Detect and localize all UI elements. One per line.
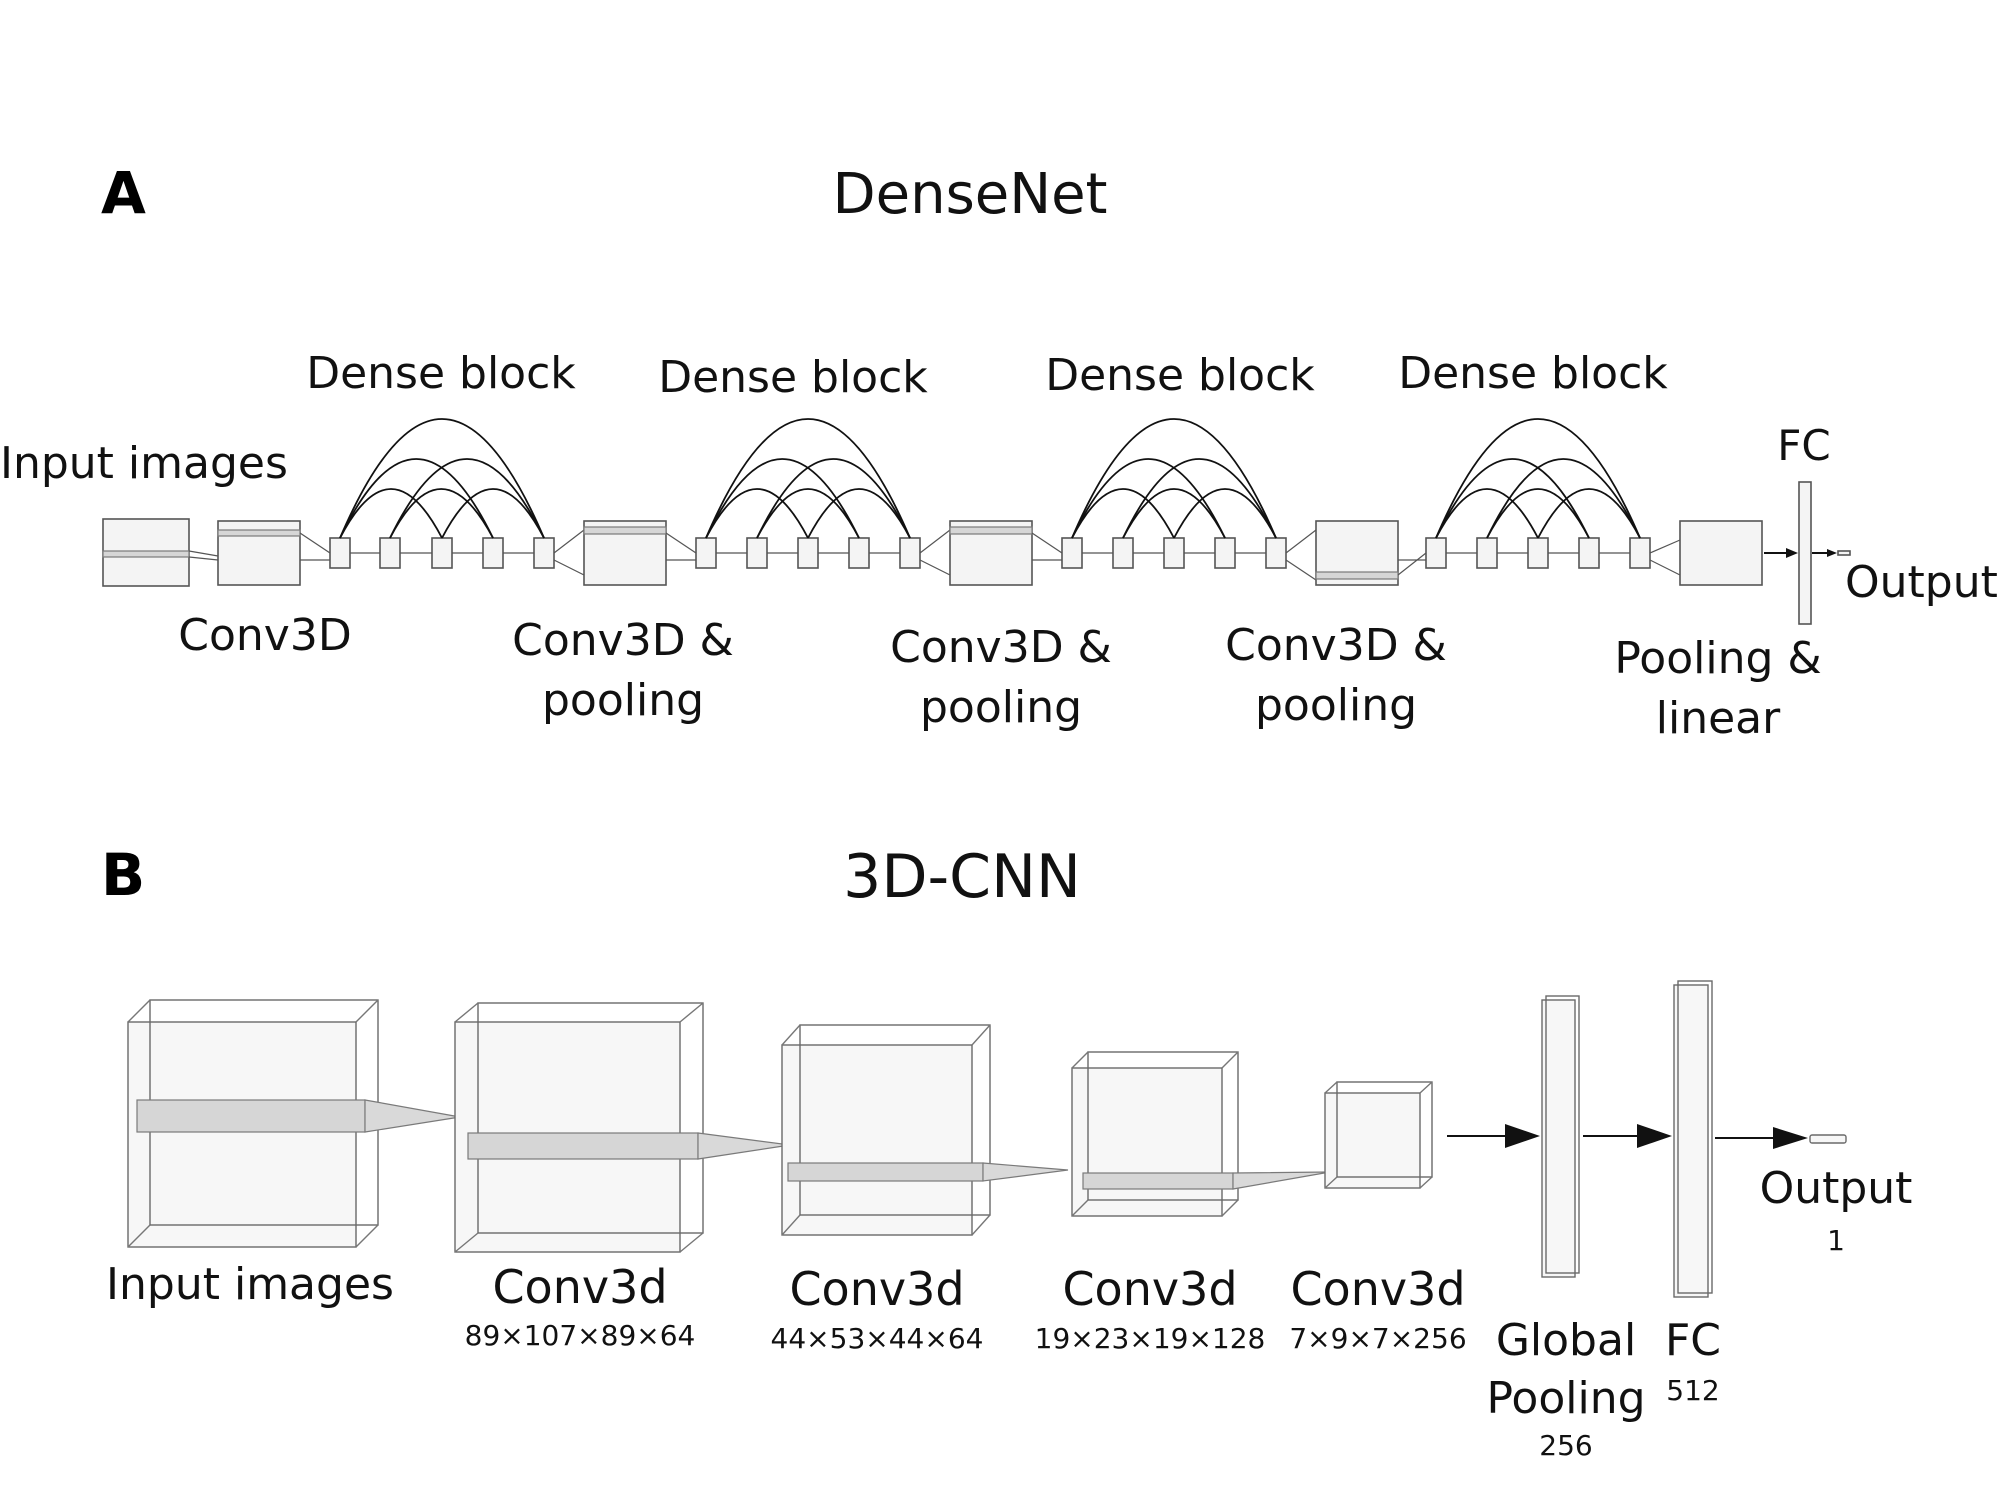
b-conv4-dims: 7×9×7×256 [1289, 1322, 1466, 1355]
a-dense-block-1-label: Dense block [306, 348, 576, 399]
a-input-block [102, 518, 190, 587]
b-conv1-cube [454, 1002, 704, 1253]
b-conv2-cube [781, 1024, 991, 1236]
panel-b-title: 3D-CNN [843, 842, 1081, 912]
b-conv2-label: Conv3d [789, 1262, 964, 1316]
b-gp-line2: Pooling [1486, 1373, 1645, 1424]
b-gp-line1: Global [1496, 1315, 1636, 1366]
b-conv3-dims: 19×23×19×128 [1035, 1322, 1266, 1355]
a-pooling-line2: linear [1656, 693, 1781, 744]
a-transition-3-line2: pooling [1255, 680, 1417, 731]
b-conv4-cube [1324, 1081, 1433, 1189]
a-dense-block-1 [299, 418, 555, 569]
b-output-node [1809, 1134, 1847, 1144]
a-transition-2-line2: pooling [920, 682, 1082, 733]
a-transition-block-1 [583, 520, 667, 586]
a-dense-block-4 [1397, 418, 1651, 576]
a-transition-block-3 [1315, 520, 1399, 586]
b-output-label: Output [1760, 1163, 1913, 1214]
b-conv2-dims: 44×53×44×64 [771, 1322, 984, 1355]
b-fc-bar [1673, 980, 1713, 1298]
a-pooling-linear-block [1679, 520, 1763, 586]
b-conv3-cube [1071, 1051, 1239, 1217]
b-global-pooling-bar [1541, 995, 1580, 1278]
a-output-node [1837, 550, 1851, 556]
panel-a-letter: A [101, 159, 146, 227]
a-fc-label: FC [1777, 421, 1830, 470]
a-dense-block-2 [665, 418, 921, 569]
panel-a-title: DenseNet [833, 162, 1108, 227]
a-pooling-line1: Pooling & [1614, 633, 1821, 684]
a-transition-3-line1: Conv3D & [1225, 620, 1447, 671]
panel-b: B 3D-CNN Input images Conv3d 89×107×89×6… [101, 841, 1912, 1462]
b-gp-dims: 256 [1539, 1429, 1592, 1462]
b-input-label: Input images [106, 1259, 394, 1310]
panel-a: A DenseNet Input images Conv3D [0, 159, 1998, 744]
a-dense-block-3-label: Dense block [1045, 350, 1315, 401]
a-conv3d-label: Conv3D [178, 610, 351, 661]
a-dense-block-4-label: Dense block [1398, 348, 1668, 399]
a-transition-block-2 [949, 520, 1033, 586]
b-conv1-label: Conv3d [492, 1260, 667, 1314]
a-dense-block-3 [1031, 418, 1287, 569]
a-input-label: Input images [0, 438, 288, 489]
a-transition-1-line2: pooling [542, 675, 704, 726]
a-output-label: Output [1845, 557, 1998, 608]
b-input-cube [127, 999, 379, 1248]
b-fc-label: FC [1665, 1315, 1721, 1366]
b-conv4-label: Conv3d [1290, 1262, 1465, 1316]
a-transition-2-line1: Conv3D & [890, 622, 1112, 673]
a-dense-block-2-label: Dense block [658, 352, 928, 403]
a-fc-layer [1798, 481, 1812, 625]
panel-b-letter: B [101, 841, 145, 909]
b-output-dims: 1 [1827, 1224, 1845, 1257]
a-transition-1-line1: Conv3D & [512, 615, 734, 666]
a-conv3d-block [217, 520, 301, 586]
b-fc-dims: 512 [1666, 1374, 1719, 1407]
b-conv3-label: Conv3d [1062, 1262, 1237, 1316]
b-conv1-dims: 89×107×89×64 [465, 1319, 696, 1352]
